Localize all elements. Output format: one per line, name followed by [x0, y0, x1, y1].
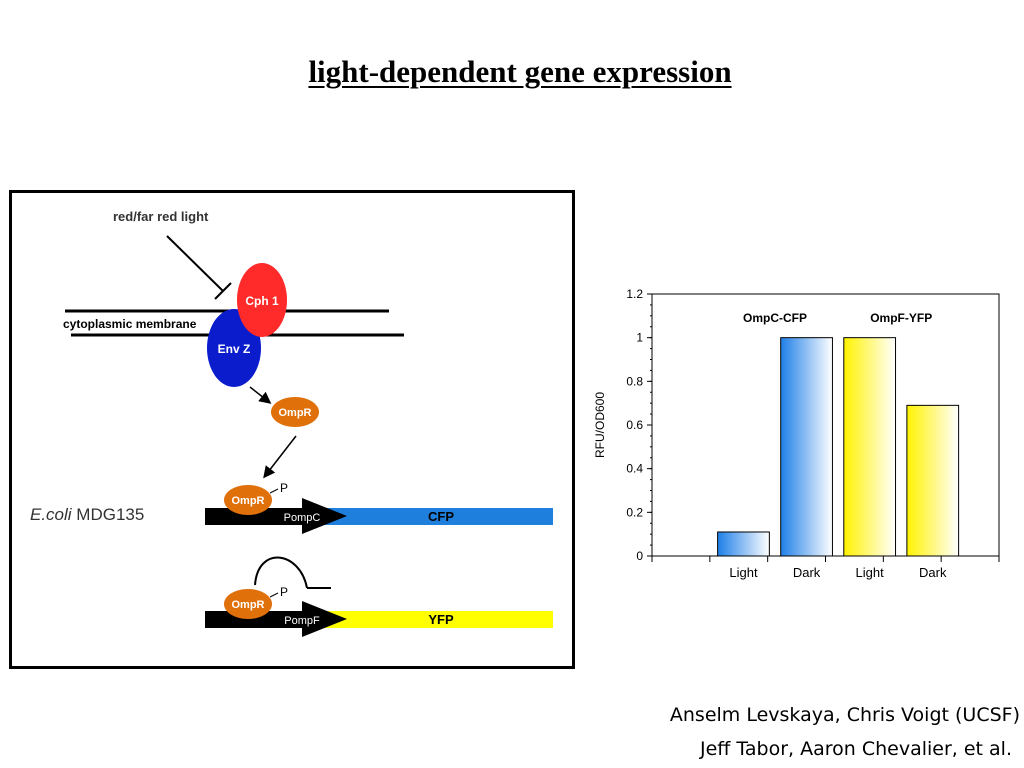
- pompf-promoter-block: [205, 611, 305, 628]
- envz-to-ompr-arrow: [249, 386, 272, 404]
- ompr-bound-cfp-label: OmpR: [232, 495, 265, 507]
- y-tick-label: 1.2: [626, 287, 643, 301]
- ompr-free: [271, 397, 319, 427]
- bar-2: [843, 337, 897, 557]
- pompf-promoter-arrow: [302, 601, 347, 637]
- pompc-label: PompC: [284, 512, 321, 524]
- bar-3: [906, 404, 960, 557]
- y-tick-label: 0.6: [626, 418, 643, 432]
- credits-line-2: Jeff Tabor, Aaron Chevalier, et al.: [699, 738, 1012, 760]
- cfp-label: CFP: [428, 509, 454, 524]
- phospho-label-cfp: P: [280, 481, 288, 495]
- cph1-label: Cph 1: [245, 294, 279, 308]
- y-tick-label: 0.4: [626, 462, 643, 476]
- group-label-0: OmpC-CFP: [743, 311, 807, 325]
- phospho-bond-cfp: [269, 488, 279, 494]
- phospho-bond-yfp: [269, 592, 279, 598]
- light-arrow-line: [166, 235, 224, 292]
- ompr-bound-cfp: [224, 485, 272, 515]
- bar-1: [780, 337, 833, 557]
- ompr-to-promoter-arrow: [263, 435, 297, 479]
- strain-name: MDG135: [72, 505, 145, 524]
- pompc-promoter-block: [205, 508, 305, 525]
- cph1-receptor: [237, 263, 287, 337]
- y-tick-label: 1: [636, 331, 643, 345]
- y-tick-label: 0.8: [626, 374, 643, 388]
- yfp-label: YFP: [428, 612, 454, 627]
- pathway-diagram-panel: red/far red light cytoplasmic membrane E…: [9, 190, 575, 669]
- phospho-label-yfp: P: [280, 585, 288, 599]
- y-axis-label: RFU/OD600: [593, 392, 607, 458]
- y-tick-label: 0.2: [626, 505, 643, 519]
- x-tick-label: Light: [856, 565, 885, 580]
- x-tick-label: Dark: [919, 565, 947, 580]
- ompr-free-label: OmpR: [279, 407, 312, 419]
- ompr-bound-yfp-label: OmpR: [232, 599, 265, 611]
- x-tick-label: Light: [729, 565, 758, 580]
- light-label: red/far red light: [113, 209, 209, 224]
- group-label-1: OmpF-YFP: [870, 311, 932, 325]
- pathway-diagram: red/far red light cytoplasmic membrane E…: [30, 209, 553, 637]
- x-tick-label: Dark: [793, 565, 821, 580]
- light-inhibition-bar: [214, 282, 232, 300]
- envz-label: Env Z: [218, 342, 251, 356]
- strain-label: E.coli MDG135: [30, 505, 144, 524]
- membrane-label: cytoplasmic membrane: [63, 317, 197, 331]
- ompr-bound-yfp: [224, 589, 272, 619]
- slide-title: light-dependent gene expression: [308, 54, 732, 89]
- strain-italic: E.coli: [30, 505, 73, 524]
- pompf-label: PompF: [284, 615, 320, 627]
- y-tick-label: 0: [636, 549, 643, 563]
- yfp-repression-arc: [254, 556, 308, 589]
- credits-line-1: Anselm Levskaya, Chris Voigt (UCSF): [669, 704, 1020, 726]
- pompc-promoter-arrow: [302, 498, 347, 534]
- bar-0: [717, 531, 770, 557]
